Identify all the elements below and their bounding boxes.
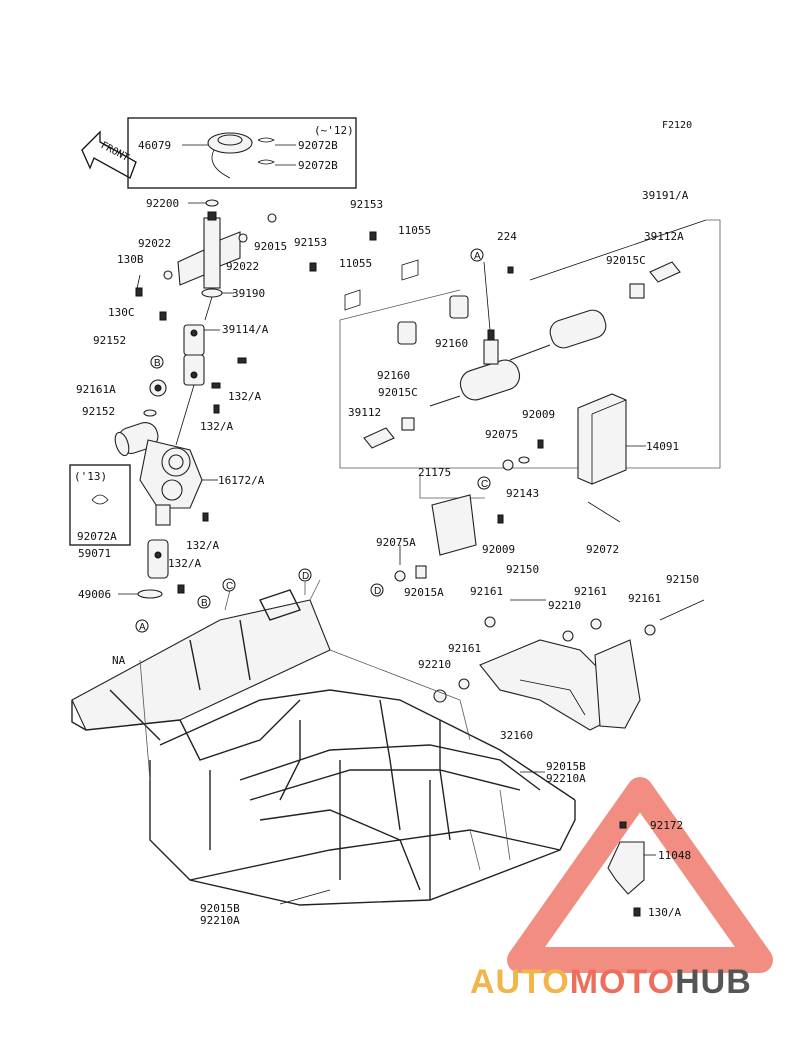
ref-circle-b-frame: B bbox=[197, 595, 211, 609]
label-92075: 92075 bbox=[485, 428, 518, 441]
logo-hub: HUB bbox=[675, 963, 752, 1001]
label-92015-a: 92015 bbox=[254, 240, 287, 253]
svg-text:A: A bbox=[474, 251, 481, 262]
ref-circle-a-lower: A bbox=[135, 619, 149, 633]
label-39112: 39112 bbox=[348, 406, 381, 419]
label-92150-b: 92150 bbox=[666, 573, 699, 586]
label-39114A: 39114/A bbox=[222, 323, 269, 336]
label-11048: 11048 bbox=[658, 849, 691, 862]
label-92072B-2: 92072B bbox=[298, 159, 338, 172]
lower-joint bbox=[118, 539, 185, 599]
label-92015B-b: 92015B bbox=[200, 902, 240, 915]
label-92210A-b: 92210A bbox=[200, 914, 240, 927]
main-frame bbox=[71, 579, 576, 906]
label-92210A-a: 92210A bbox=[546, 772, 586, 785]
label-92015B-a: 92015B bbox=[546, 760, 586, 773]
label-21175: 21175 bbox=[418, 466, 451, 479]
svg-text:D: D bbox=[374, 586, 381, 597]
svg-text:B: B bbox=[201, 598, 208, 609]
label-92152-b: 92152 bbox=[82, 405, 115, 418]
label-92022-a: 92022 bbox=[138, 237, 171, 250]
label-59071: 59071 bbox=[78, 547, 111, 560]
label-49006: 49006 bbox=[78, 588, 111, 601]
label-92009-b: 92009 bbox=[482, 543, 515, 556]
part-92072-strap bbox=[587, 501, 621, 523]
label-92200: 92200 bbox=[146, 197, 179, 210]
label-92015C-a: 92015C bbox=[606, 254, 646, 267]
label-92161-a: 92161 bbox=[470, 585, 503, 598]
label-132A-d: 132/A bbox=[168, 557, 201, 570]
steering-rack-group bbox=[309, 219, 721, 469]
svg-text:C: C bbox=[226, 581, 233, 592]
label-39112A: 39112A bbox=[644, 230, 684, 243]
part-14091-box bbox=[577, 393, 646, 485]
label-92022-b: 92022 bbox=[226, 260, 259, 273]
svg-text:A: A bbox=[139, 622, 146, 633]
logo-auto: AUTO bbox=[470, 963, 570, 1001]
label-11055-a: 11055 bbox=[398, 224, 431, 237]
label-130B: 130B bbox=[117, 253, 144, 266]
label-14091: 14091 bbox=[646, 440, 679, 453]
power-steering-unit bbox=[114, 422, 218, 526]
label-92150-a: 92150 bbox=[506, 563, 539, 576]
label-92015C-b: 92015C bbox=[378, 386, 418, 399]
label-NA: NA bbox=[112, 654, 126, 667]
ref-circle-b: B bbox=[150, 355, 164, 369]
from-13-inset bbox=[69, 464, 131, 546]
note-from-13: ('13) bbox=[74, 470, 107, 483]
label-132A-b: 132/A bbox=[200, 420, 233, 433]
ref-circle-d-middle: D bbox=[370, 583, 384, 597]
logo-moto: MOTO bbox=[570, 963, 675, 1001]
label-92009-a: 92009 bbox=[522, 408, 555, 421]
ecu-bracket-group bbox=[394, 439, 544, 582]
label-32160: 32160 bbox=[500, 729, 533, 742]
label-16172A: 16172/A bbox=[218, 474, 265, 487]
label-92072B-1: 92072B bbox=[298, 139, 338, 152]
label-92072A: 92072A bbox=[77, 530, 117, 543]
label-92210-b: 92210 bbox=[418, 658, 451, 671]
label-92153-b: 92153 bbox=[294, 236, 327, 249]
svg-text:D: D bbox=[302, 571, 309, 582]
label-130A: 130/A bbox=[648, 906, 681, 919]
label-92161-d: 92161 bbox=[448, 642, 481, 655]
ref-circle-c: C bbox=[477, 476, 491, 490]
svg-text:B: B bbox=[154, 358, 161, 369]
ref-circle-c-frame: C bbox=[222, 578, 236, 592]
label-46079: 46079 bbox=[138, 139, 171, 152]
label-92210-a: 92210 bbox=[548, 599, 581, 612]
steering-column bbox=[135, 199, 277, 446]
label-92161-c: 92161 bbox=[628, 592, 661, 605]
label-39191A: 39191/A bbox=[642, 189, 689, 202]
label-92160-b: 92160 bbox=[377, 369, 410, 382]
watermark-logo: AUTOMOTOHUB bbox=[470, 963, 752, 1001]
label-92072: 92072 bbox=[586, 543, 619, 556]
a-arm-group bbox=[433, 599, 705, 731]
label-92075A: 92075A bbox=[376, 536, 416, 549]
label-92015A: 92015A bbox=[404, 586, 444, 599]
ref-circle-d-frame: D bbox=[298, 568, 312, 582]
label-92152-a: 92152 bbox=[93, 334, 126, 347]
label-130C: 130C bbox=[108, 306, 135, 319]
column-cover-inset bbox=[127, 117, 357, 189]
label-92161A: 92161A bbox=[76, 383, 116, 396]
label-224: 224 bbox=[497, 230, 517, 243]
label-11055-b: 11055 bbox=[339, 257, 372, 270]
ref-circle-a-upper: A bbox=[470, 248, 484, 262]
bracket-11048 bbox=[607, 821, 656, 917]
note-upto-12: (~'12) bbox=[314, 124, 354, 137]
label-92172: 92172 bbox=[650, 819, 683, 832]
label-132A-a: 132/A bbox=[228, 390, 261, 403]
label-92161-b: 92161 bbox=[574, 585, 607, 598]
watermark-triangle bbox=[507, 777, 773, 973]
svg-text:C: C bbox=[481, 479, 488, 490]
label-92160-a: 92160 bbox=[435, 337, 468, 350]
label-132A-c: 132/A bbox=[186, 539, 219, 552]
label-39190: 39190 bbox=[232, 287, 265, 300]
label-92143: 92143 bbox=[506, 487, 539, 500]
label-92153-a: 92153 bbox=[350, 198, 383, 211]
figure-code: F2120 bbox=[662, 120, 692, 131]
